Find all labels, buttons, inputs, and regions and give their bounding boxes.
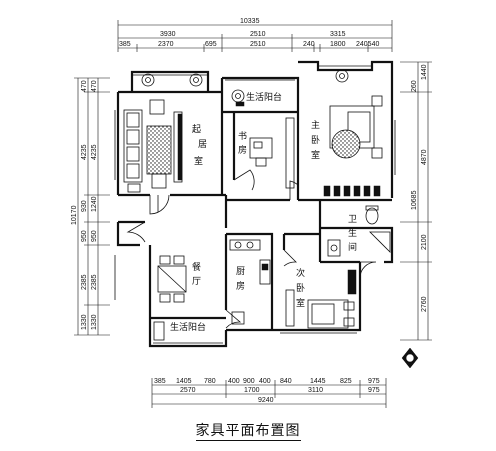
label-living-1: 起 — [192, 124, 201, 135]
label-bath-1: 卫 — [348, 215, 357, 225]
dim-left-outer-4: 1240 — [91, 196, 98, 212]
dim-bottom-small-7: 840 — [280, 378, 292, 385]
label-master-3: 室 — [311, 149, 320, 161]
dim-top-mid-1: 3930 — [160, 31, 176, 38]
right-dimensions: 1440 260 4870 10685 2100 2760 — [400, 61, 432, 341]
dim-top-small-2: 2370 — [158, 41, 174, 48]
doors — [126, 169, 377, 329]
dim-top-small-5: 240 — [303, 41, 315, 48]
label-study-2: 房 — [238, 144, 247, 156]
dim-top-mid-3: 3315 — [330, 31, 346, 38]
label-study-1: 书 — [238, 131, 247, 142]
dim-bottom-small-1: 385 — [154, 378, 166, 385]
dim-right-1: 1440 — [421, 64, 428, 80]
dim-bottom-small-3: 780 — [204, 378, 216, 385]
label-bath-2: 生 — [348, 227, 357, 239]
label-kitchen-2: 房 — [236, 280, 245, 292]
dim-left-inner-6: 950 — [81, 230, 88, 242]
dim-top-small-3: 695 — [205, 41, 217, 48]
master-bedroom-furniture — [323, 69, 383, 197]
bathroom-fixtures — [327, 205, 391, 257]
label-bath-3: 间 — [348, 241, 357, 253]
dim-right-2: 260 — [411, 80, 418, 92]
study-furniture — [249, 117, 295, 189]
dim-bottom-small-5: 900 — [243, 378, 255, 385]
dim-top-mid-2: 2510 — [250, 31, 266, 38]
bottom-dimensions: 385 1405 780 400 900 400 840 1445 825 97… — [151, 378, 387, 408]
dim-left-outer-6: 950 — [91, 230, 98, 242]
dim-left-total: 10170 — [71, 205, 78, 225]
dim-bottom-small-4: 400 — [228, 378, 240, 385]
dim-bottom-mid-1: 2570 — [180, 387, 196, 394]
dim-bottom-mid-3: 3110 — [308, 387, 323, 394]
dim-bottom-total: 9240 — [258, 397, 274, 404]
dim-top-total: 10335 — [240, 18, 260, 25]
living-room-furniture — [123, 73, 203, 193]
label-dining-2: 厅 — [192, 276, 201, 287]
walls — [116, 60, 394, 348]
dim-bottom-small-8: 1445 — [310, 378, 326, 385]
dim-left-inner-1: 470 — [81, 80, 88, 92]
balcony-top-furniture — [231, 89, 245, 107]
dim-left-outer-8: 1330 — [91, 314, 98, 330]
kitchen-fixtures — [229, 239, 271, 325]
dim-left-inner-7: 2385 — [81, 274, 88, 290]
dining-furniture — [153, 255, 187, 341]
room-labels: 起 居 室 生活阳台 书 房 主 卧 室 卫 生 间 餐 厅 厨 房 次 卧 室… — [170, 91, 357, 333]
windows — [114, 65, 396, 344]
label-master-1: 主 — [311, 119, 320, 131]
dim-top-small-4: 2510 — [250, 41, 266, 48]
label-kitchen-1: 厨 — [236, 266, 245, 277]
dim-bottom-small-10: 975 — [368, 378, 380, 385]
dim-bottom-small-6: 400 — [259, 378, 271, 385]
dim-bottom-mid-2: 1700 — [244, 387, 260, 394]
dim-right-3: 4870 — [421, 149, 428, 165]
label-second-1: 次 — [296, 267, 305, 279]
label-second-3: 室 — [296, 297, 305, 309]
label-second-2: 卧 — [296, 282, 305, 294]
dim-bottom-mid-4: 975 — [368, 387, 380, 394]
dim-right-6: 2760 — [421, 296, 428, 312]
dim-left-inner-4: 930 — [81, 200, 88, 212]
north-arrow-icon — [401, 347, 419, 369]
dim-left-outer-3: 4235 — [91, 144, 98, 160]
dim-left-inner-8: 1330 — [81, 314, 88, 330]
left-dimensions: 10170 470 4235 930 950 2385 1330 470 423… — [71, 77, 110, 336]
dim-left-outer-7: 2385 — [91, 274, 98, 290]
label-dining-1: 餐 — [192, 261, 201, 273]
drawing-title: 家具平面布置图 — [0, 420, 496, 441]
label-living-2: 居 — [198, 139, 207, 150]
second-bedroom-furniture — [285, 269, 357, 329]
label-balcony-top: 生活阳台 — [246, 91, 282, 103]
dim-bottom-small-9: 825 — [340, 378, 352, 385]
dim-bottom-small-2: 1405 — [176, 378, 192, 385]
dim-left-outer-1: 470 — [91, 80, 98, 92]
top-dimensions: 10335 3930 2510 3315 385 2370 695 2510 2… — [117, 18, 393, 52]
label-master-2: 卧 — [311, 134, 320, 146]
dim-top-small-7: 240540 — [356, 41, 379, 48]
dim-top-small-1: 385 — [119, 41, 131, 48]
dim-left-inner-3: 4235 — [81, 144, 88, 160]
label-living-3: 室 — [194, 155, 203, 167]
label-balcony-bottom: 生活阳台 — [170, 321, 206, 333]
dim-right-total: 10685 — [411, 190, 418, 210]
drawing-title-text: 家具平面布置图 — [195, 423, 301, 441]
dim-top-small-6: 1800 — [330, 41, 346, 48]
dim-right-5: 2100 — [421, 234, 428, 250]
